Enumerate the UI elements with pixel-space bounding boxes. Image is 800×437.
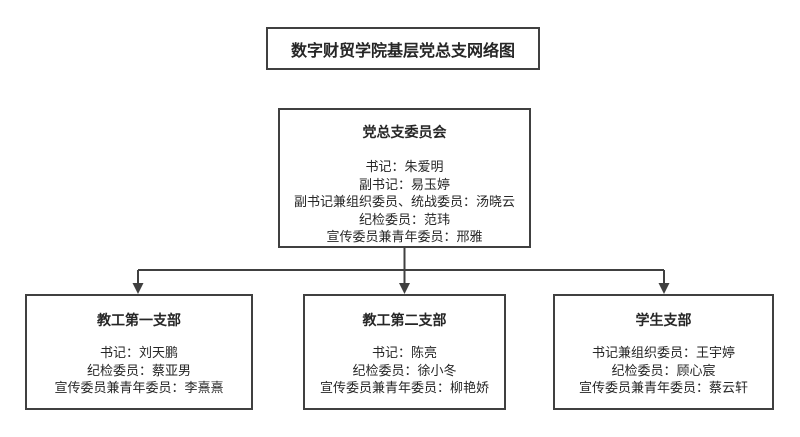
branch-box-faculty-2: 教工第二支部 书记：陈亮 纪检委员：徐小冬 宣传委员兼青年委员：柳艳娇: [303, 294, 506, 410]
branch-name: 教工第一支部: [97, 312, 181, 328]
branch-member: 纪检委员：蔡亚男: [86, 362, 191, 378]
diagram-title: 数字财贸学院基层党总支网络图: [290, 42, 515, 60]
committee-name: 党总支委员会: [362, 124, 447, 140]
branch-member: 书记：刘天鹏: [99, 345, 178, 360]
branch-member: 书记：陈亮: [371, 345, 437, 360]
branch-name: 教工第二支部: [362, 312, 447, 328]
committee-box: 党总支委员会 书记：朱爱明 副书记：易玉婷 副书记兼组织委员、统战委员：汤晓云 …: [278, 108, 531, 248]
branch-box-faculty-1: 教工第一支部 书记：刘天鹏 纪检委员：蔡亚男 宣传委员兼青年委员：李熹熹: [25, 294, 253, 410]
committee-member: 副书记：易玉婷: [358, 176, 450, 192]
branch-member: 纪检委员：顾心宸: [611, 362, 716, 378]
committee-member: 纪检委员：范玮: [358, 211, 450, 227]
committee-member: 书记：朱爱明: [365, 159, 444, 174]
arrow-down-icon: [132, 283, 144, 294]
branch-member: 宣传委员兼青年委员：柳艳娇: [319, 380, 489, 395]
connector-trunk-line: [137, 248, 665, 285]
branch-member: 宣传委员兼青年委员：蔡云轩: [578, 380, 748, 395]
branch-member: 书记兼组织委员：王宇婷: [591, 345, 735, 360]
diagram-title-box: 数字财贸学院基层党总支网络图: [266, 27, 540, 70]
branch-name: 学生支部: [635, 312, 692, 328]
arrow-down-icon: [658, 283, 670, 294]
branch-member: 宣传委员兼青年委员：李熹熹: [54, 380, 224, 395]
committee-member: 副书记兼组织委员、统战委员：汤晓云: [293, 194, 515, 209]
branch-box-students: 学生支部 书记兼组织委员：王宇婷 纪检委员：顾心宸 宣传委员兼青年委员：蔡云轩: [553, 294, 774, 410]
branch-member: 纪检委员：徐小冬: [352, 362, 457, 378]
arrow-down-icon: [399, 283, 410, 294]
committee-member: 宣传委员兼青年委员：邢雅: [326, 229, 483, 244]
